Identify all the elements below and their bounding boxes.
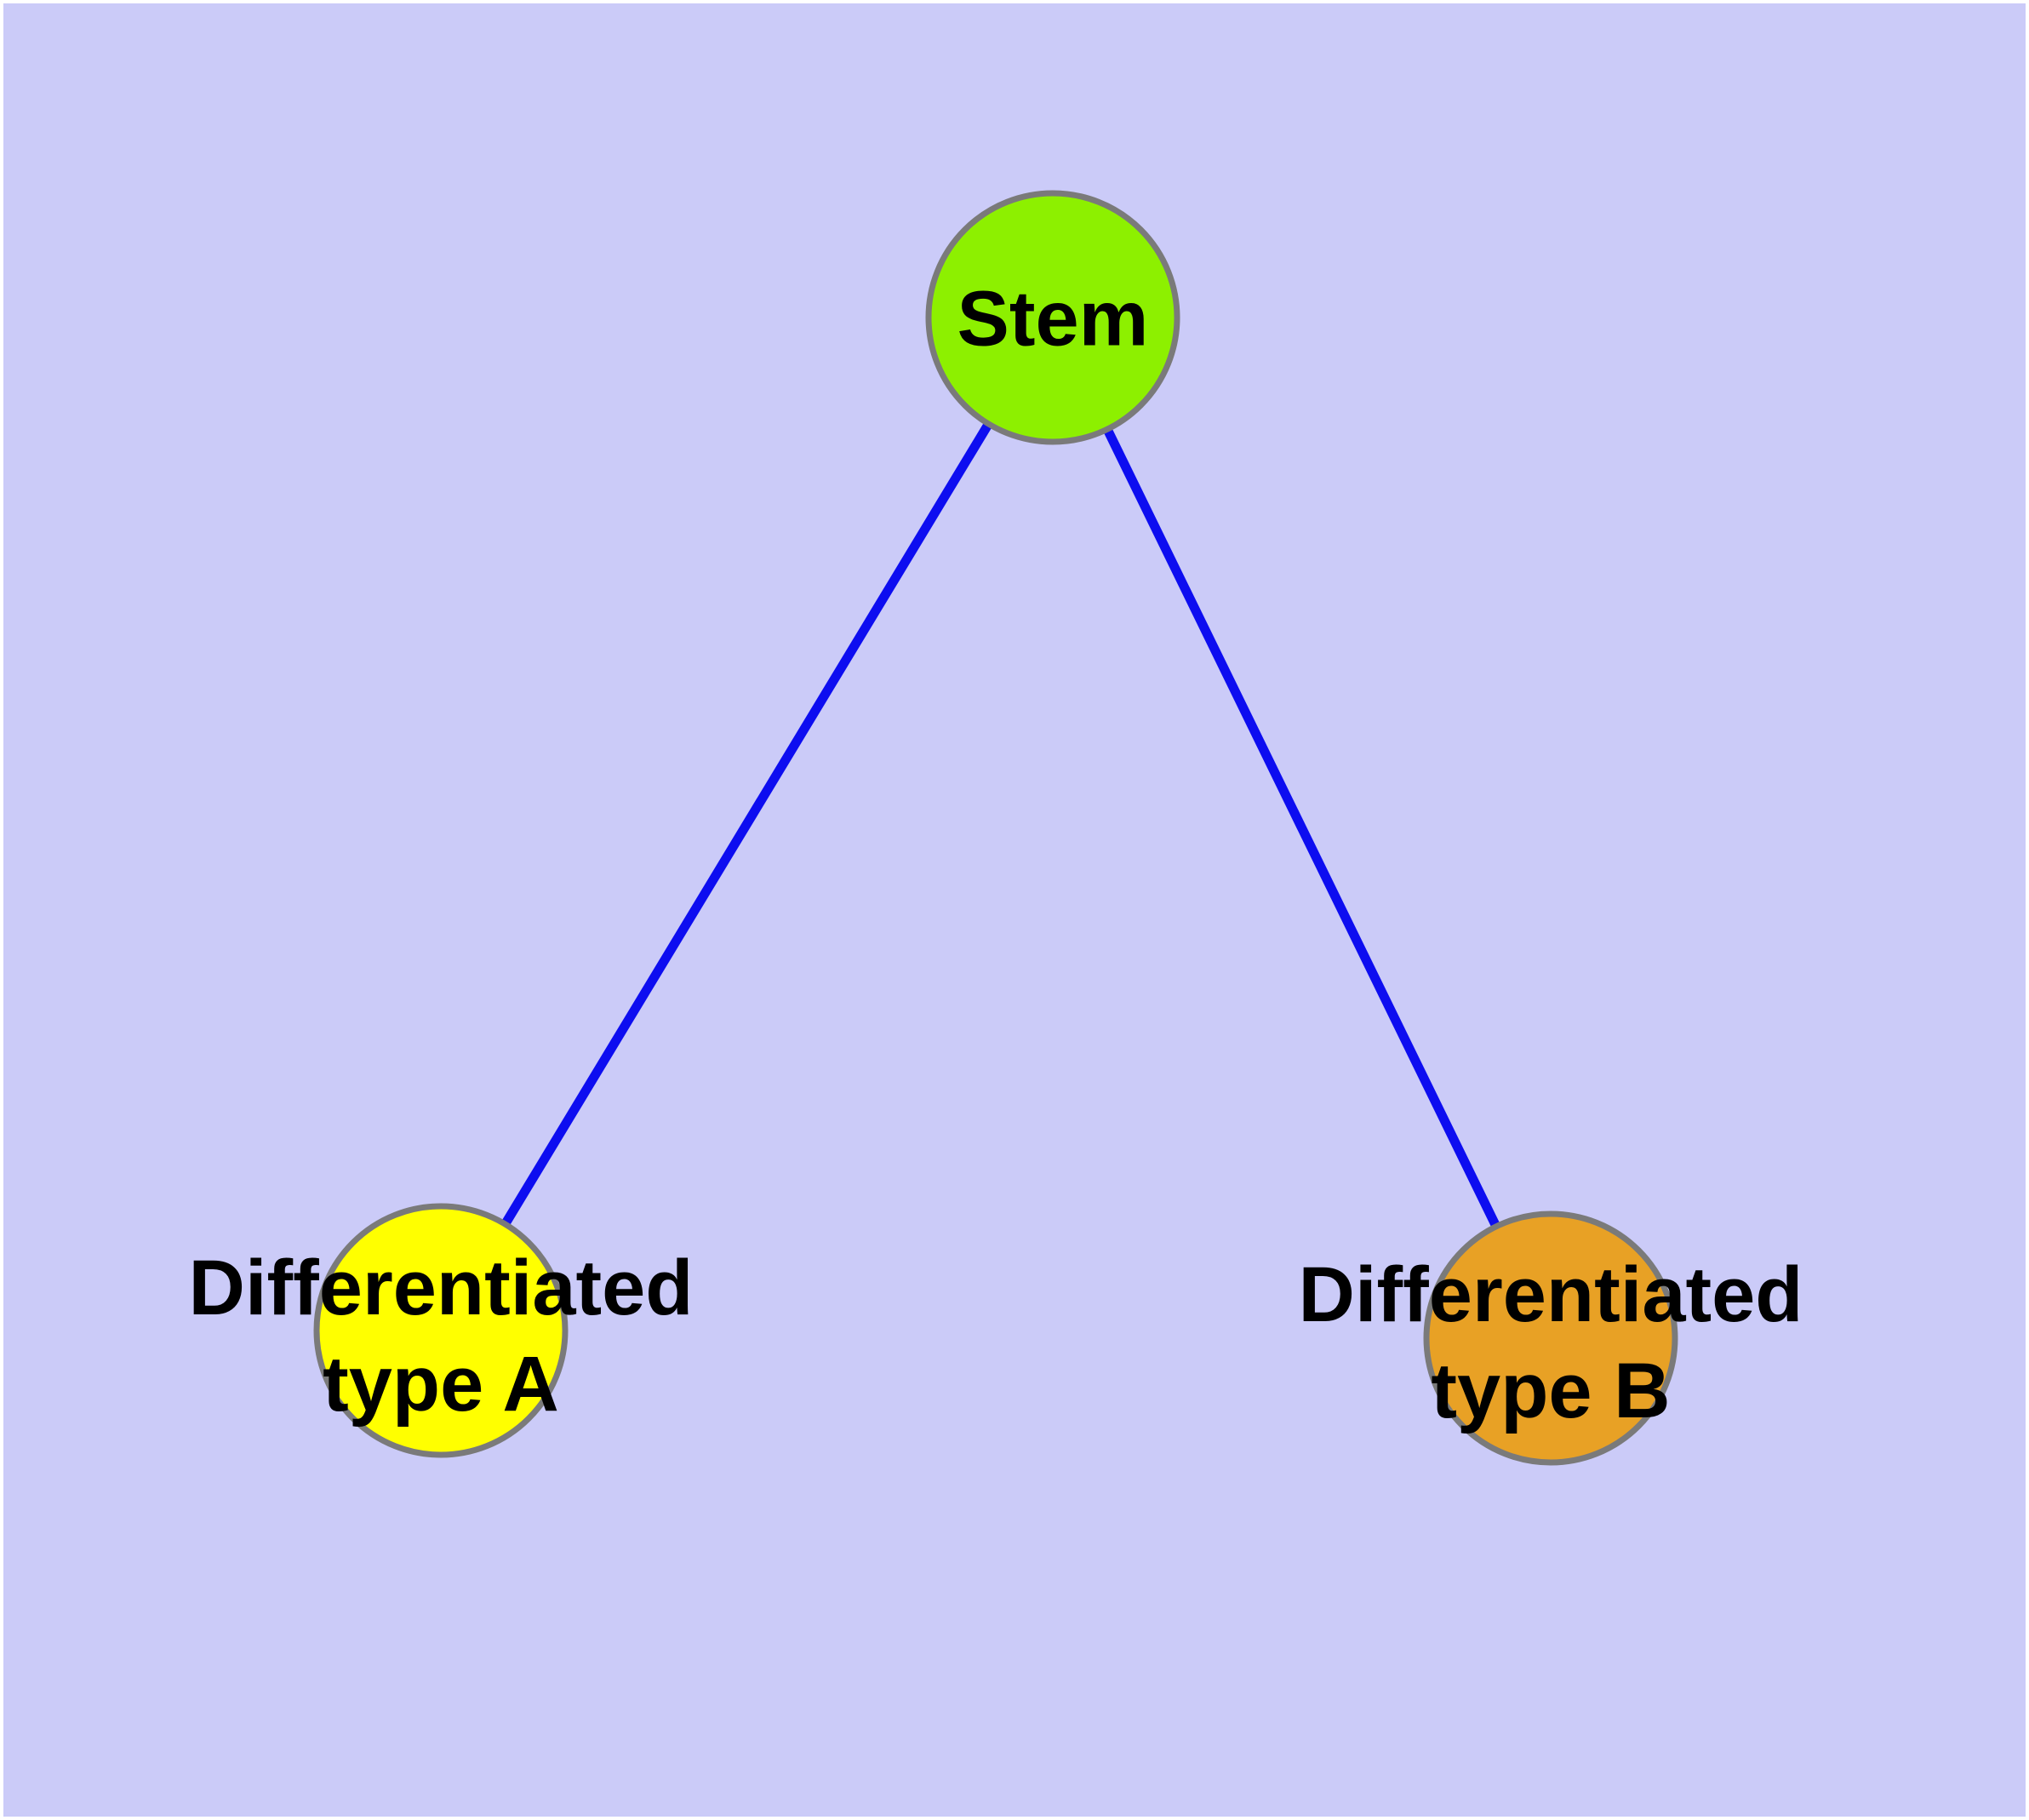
node-type-b-circle <box>1423 1210 1678 1466</box>
edge-stem-to-type-a <box>437 315 1057 1333</box>
node-type-a-label: Differentiated type A <box>188 1245 694 1428</box>
node-stem-label: Stem <box>957 275 1149 363</box>
node-type-a-circle <box>313 1203 569 1458</box>
node-type-b-label: Differentiated type B <box>1298 1251 1803 1434</box>
node-stem-circle <box>925 190 1180 445</box>
edge-stem-to-type-b <box>1049 315 1555 1341</box>
